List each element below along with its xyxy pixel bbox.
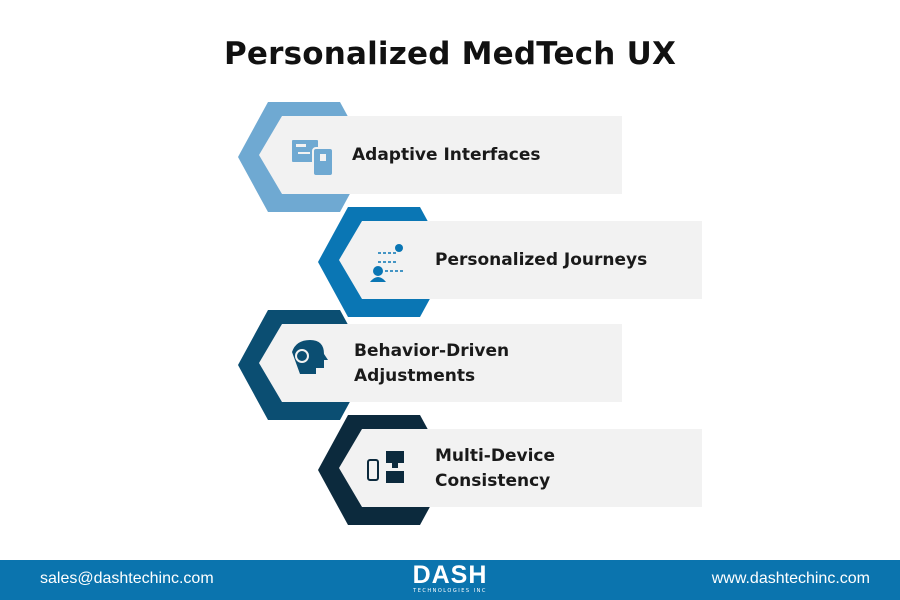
multi-device-icon — [367, 451, 404, 483]
adaptive-interface-icon — [292, 140, 334, 177]
diagram — [238, 102, 702, 525]
item-card — [339, 221, 702, 299]
item-card — [259, 116, 622, 194]
footer-website[interactable]: www.dashtechinc.com — [711, 570, 870, 587]
dash-logo: DASH TECHNOLOGIES INC — [400, 562, 500, 595]
label-line: Multi-Device — [435, 446, 556, 466]
page-title: Personalized MedTech UX — [223, 36, 677, 72]
item-label-adaptive-interfaces: Adaptive Interfaces — [352, 145, 541, 165]
footer-email[interactable]: sales@dashtechinc.com — [40, 570, 214, 587]
item-card — [339, 429, 702, 507]
journey-route-icon — [370, 244, 403, 282]
footer-bar: sales@dashtechinc.com DASH TECHNOLOGIES … — [0, 560, 900, 600]
item-2 — [318, 207, 702, 317]
item-1 — [238, 102, 622, 212]
logo-text: DASH — [412, 561, 488, 589]
item-card — [259, 324, 622, 402]
item-label-personalized-journeys: Personalized Journeys — [435, 250, 648, 270]
label-line: Behavior-Driven — [354, 341, 510, 361]
head-gears-icon — [292, 340, 328, 374]
item-4 — [318, 415, 702, 525]
item-3 — [238, 310, 622, 420]
label-line: Consistency — [435, 471, 551, 491]
logo-subtext: TECHNOLOGIES INC — [413, 588, 487, 594]
label-line: Adjustments — [354, 366, 476, 386]
